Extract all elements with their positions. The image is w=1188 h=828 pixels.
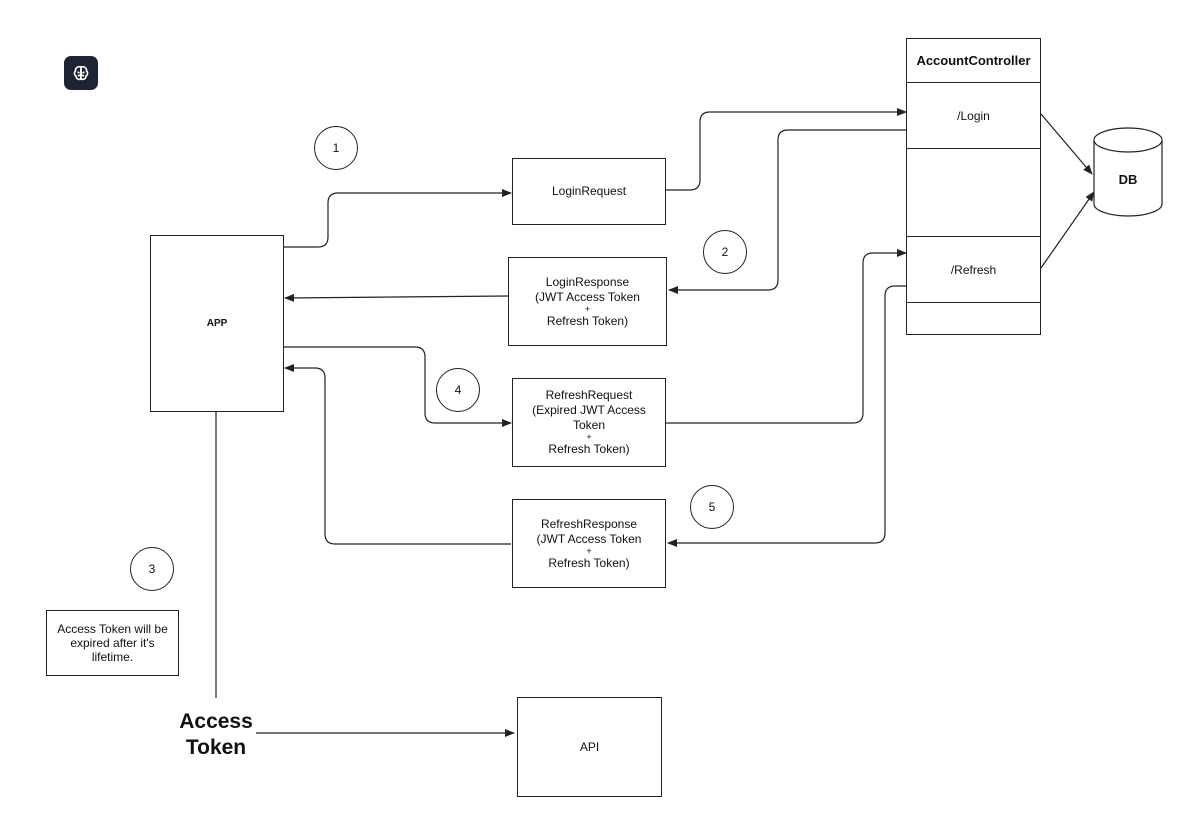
arrow-refresh-to-db — [1040, 191, 1095, 269]
app-box: APP — [150, 235, 284, 412]
access-token-line: Token — [185, 736, 247, 759]
endpoint-empty — [907, 149, 1040, 237]
refresh-request-line: RefreshRequest — [545, 388, 633, 402]
step-number: 2 — [721, 245, 729, 259]
refresh-response-line: Refresh Token) — [548, 555, 630, 570]
step-circle-4: 4 — [436, 368, 480, 412]
db-label: DB — [1118, 172, 1138, 187]
api-label: API — [579, 739, 600, 754]
step-circle-1: 1 — [314, 126, 358, 170]
step-circle-2: 2 — [703, 230, 747, 274]
account-controller: AccountController /Login /Refresh — [906, 38, 1041, 335]
refresh-response-line: (JWT Access Token — [536, 531, 642, 546]
endpoint-login: /Login — [907, 83, 1040, 149]
refresh-request-line: Token — [572, 418, 606, 432]
login-response-line: Refresh Token) — [546, 313, 629, 328]
refresh-request-line: (Expired JWT Access — [532, 403, 646, 417]
expiry-note-box: Access Token will be expired after it's … — [46, 610, 179, 676]
arrow-refreshrequest-to-refresh — [666, 249, 907, 424]
step-number: 1 — [332, 141, 340, 155]
step-number: 5 — [708, 500, 716, 514]
controller-title: AccountController — [907, 39, 1040, 83]
refresh-request-line: + — [586, 432, 592, 442]
refresh-request-line: Refresh Token) — [548, 442, 630, 456]
brain-icon — [73, 65, 89, 81]
step-number: 4 — [454, 383, 462, 397]
arrow-login-to-loginresponse — [668, 129, 906, 294]
arrow-login-to-db — [1040, 113, 1093, 175]
expiry-note-line: expired after it's — [70, 636, 155, 650]
login-response-box: LoginResponse (JWT Access Token + Refres… — [508, 257, 667, 346]
refresh-request-box: RefreshRequest (Expired JWT Access Token… — [512, 378, 666, 467]
arrow-app-to-refreshrequest — [284, 346, 512, 427]
refresh-response-line: + — [586, 545, 592, 556]
arrow-app-to-loginrequest — [284, 189, 512, 248]
access-token-line: Access — [179, 710, 253, 733]
arrow-refresh-to-refreshresponse — [667, 285, 906, 547]
access-token-label: Access Token — [170, 709, 262, 761]
login-response-line: (JWT Access Token — [535, 289, 640, 304]
refresh-response-box: RefreshResponse (JWT Access Token + Refr… — [512, 499, 666, 588]
login-response-line: LoginResponse — [545, 274, 630, 289]
endpoint-refresh: /Refresh — [907, 237, 1040, 303]
expiry-note-line: lifetime. — [91, 650, 134, 664]
login-request-box: LoginRequest — [512, 158, 666, 225]
app-label: APP — [206, 318, 228, 329]
arrow-loginrequest-to-login — [666, 108, 907, 191]
brain-button[interactable] — [64, 56, 98, 90]
api-box: API — [517, 697, 662, 797]
step-number: 3 — [148, 562, 156, 576]
step-circle-5: 5 — [690, 485, 734, 529]
expiry-note-line: Access Token will be — [57, 622, 168, 636]
endpoint-empty — [907, 303, 1040, 334]
login-response-line: + — [584, 303, 591, 314]
arrow-loginresponse-to-app — [284, 293, 509, 302]
refresh-response-line: RefreshResponse — [540, 516, 638, 531]
step-circle-3: 3 — [130, 547, 174, 591]
db-cylinder — [1093, 127, 1163, 217]
arrow-refreshresponse-to-app — [284, 364, 511, 545]
login-request-line: LoginRequest — [551, 184, 627, 198]
